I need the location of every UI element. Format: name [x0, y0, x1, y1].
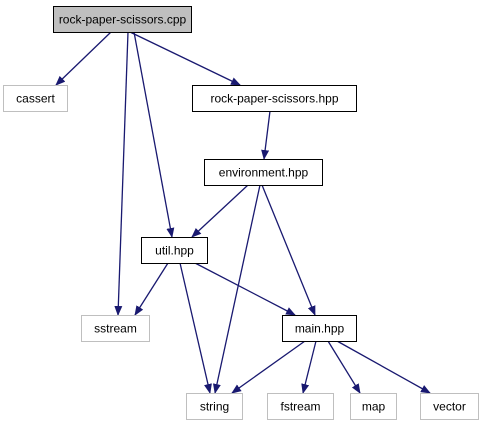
node-label-rock-paper-scissors-hpp: rock-paper-scissors.hpp — [210, 92, 338, 106]
node-label-map: map — [362, 400, 386, 414]
node-rock-paper-scissors-hpp[interactable]: rock-paper-scissors.hpp — [192, 85, 357, 112]
node-box-sstream — [81, 315, 150, 342]
node-label-main-hpp: main.hpp — [295, 322, 345, 336]
edge-environment-hpp-to-util-hpp — [191, 184, 249, 238]
edge-util-hpp-to-main-hpp — [194, 262, 296, 316]
node-label-fstream: fstream — [280, 400, 320, 414]
edges — [55, 31, 431, 394]
node-box-string — [186, 393, 243, 420]
node-rock-paper-scissors-cpp[interactable]: rock-paper-scissors.cpp — [53, 6, 192, 33]
node-string: string — [186, 393, 243, 420]
node-box-cassert — [3, 85, 68, 112]
node-vector: vector — [420, 393, 479, 420]
node-main-hpp[interactable]: main.hpp — [282, 315, 357, 342]
node-fstream: fstream — [267, 393, 334, 420]
node-label-util-hpp: util.hpp — [155, 244, 194, 258]
edge-rock-paper-scissors-hpp-to-environment-hpp — [261, 110, 271, 160]
node-label-environment-hpp: environment.hpp — [219, 166, 309, 180]
edge-environment-hpp-to-main-hpp — [261, 184, 316, 316]
edge-rock-paper-scissors-cpp-to-util-hpp — [133, 31, 175, 238]
node-label-sstream: sstream — [94, 322, 137, 336]
node-sstream: sstream — [81, 315, 150, 342]
node-util-hpp[interactable]: util.hpp — [141, 237, 208, 264]
edge-rock-paper-scissors-cpp-to-cassert — [55, 31, 112, 86]
edge-util-hpp-to-sstream — [134, 262, 169, 316]
node-label-rock-paper-scissors-cpp: rock-paper-scissors.cpp — [59, 13, 187, 27]
node-box-vector — [420, 393, 479, 420]
edge-rock-paper-scissors-cpp-to-rock-paper-scissors-hpp — [129, 31, 241, 86]
node-environment-hpp[interactable]: environment.hpp — [204, 159, 323, 186]
node-label-string: string — [200, 400, 229, 414]
edge-environment-hpp-to-string — [212, 184, 261, 394]
node-box-main-hpp — [282, 315, 357, 342]
node-box-util-hpp — [141, 237, 208, 264]
edge-main-hpp-to-map — [327, 340, 361, 394]
node-label-cassert: cassert — [16, 92, 55, 106]
node-box-fstream — [267, 393, 334, 420]
edge-util-hpp-to-string — [179, 262, 212, 394]
nodes: rock-paper-scissors.cpp cassert rock-paper… — [3, 6, 479, 420]
edge-main-hpp-to-fstream — [301, 340, 317, 394]
edge-main-hpp-to-string — [231, 340, 306, 394]
node-box-rock-paper-scissors-hpp — [192, 85, 357, 112]
node-map: map — [350, 393, 397, 420]
node-box-map — [350, 393, 397, 420]
node-label-vector: vector — [433, 400, 466, 414]
edge-main-hpp-to-vector — [336, 340, 431, 394]
edge-rock-paper-scissors-cpp-to-sstream — [114, 31, 129, 316]
node-box-rock-paper-scissors-cpp — [53, 6, 192, 33]
node-box-environment-hpp — [204, 159, 323, 186]
node-cassert: cassert — [3, 85, 68, 112]
